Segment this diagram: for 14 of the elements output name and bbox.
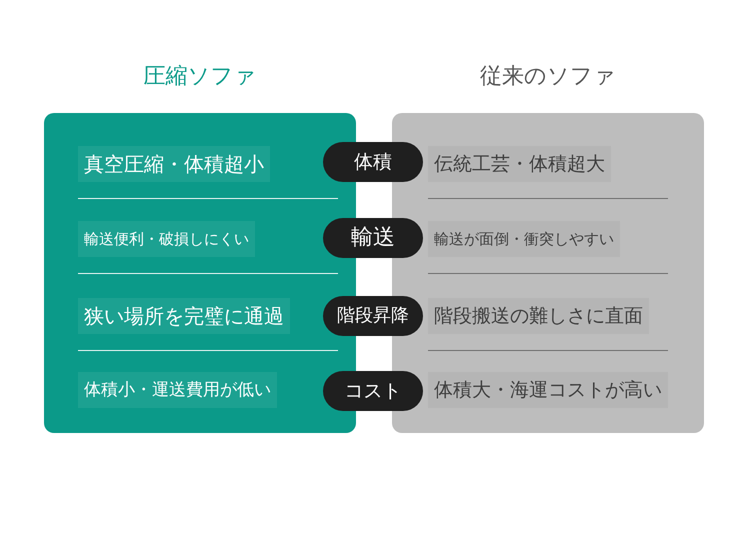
feature-text: 真空圧縮・体積超小 bbox=[78, 146, 270, 182]
column-heading: 圧縮ソファ bbox=[142, 63, 258, 91]
feature-text: 輸送が面倒・衝突しやすい bbox=[428, 221, 620, 257]
category-pill: コスト bbox=[323, 371, 423, 411]
feature-text: 伝統工芸・体積超大 bbox=[428, 146, 611, 182]
feature-text: 狭い場所を完璧に通過 bbox=[78, 298, 290, 334]
category-pill: 階段昇降 bbox=[323, 296, 423, 336]
category-pill: 輸送 bbox=[323, 218, 423, 258]
feature-text: 体積大・海運コストが高い bbox=[428, 372, 668, 408]
category-pill: 体積 bbox=[323, 142, 423, 182]
feature-text: 階段搬送の難しさに直面 bbox=[428, 298, 649, 334]
feature-text: 体積小・運送費用が低い bbox=[78, 372, 277, 408]
feature-text: 輸送便利・破損しにくい bbox=[78, 221, 255, 257]
column-heading: 従来のソファ bbox=[479, 63, 617, 91]
